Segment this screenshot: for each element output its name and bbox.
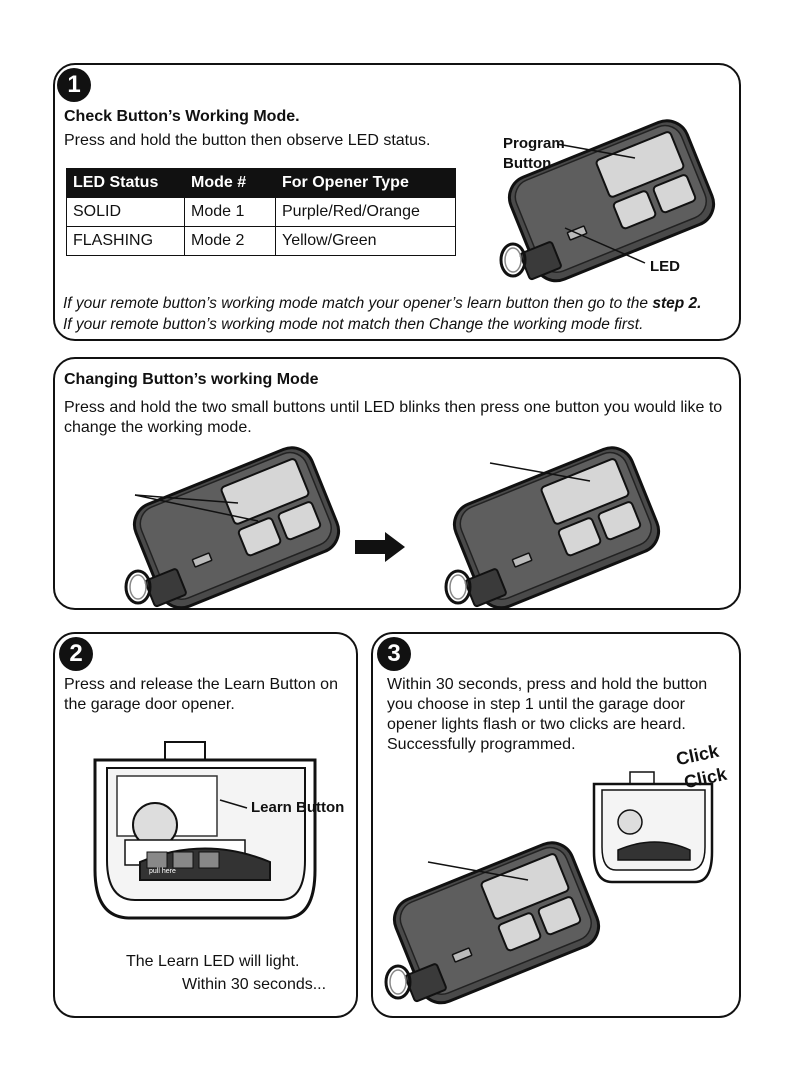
- led-status-table: LED Status Mode # For Opener Type SOLID …: [66, 168, 456, 256]
- learn-button-label: Learn Button: [251, 799, 345, 816]
- step1-note-line2: If your remote button’s working mode not…: [63, 316, 644, 333]
- table-header: For Opener Type: [275, 168, 456, 198]
- remote-illustration-right: [437, 439, 667, 620]
- pull-here-label: pull here: [149, 868, 176, 875]
- step2-number-badge: 2: [59, 637, 93, 671]
- garage-opener-small-illustration: [592, 771, 714, 884]
- step2-footer-line2: Within 30 seconds...: [182, 976, 327, 993]
- table-cell: Yellow/Green: [275, 226, 456, 256]
- remote-illustration-step3: [377, 834, 607, 1015]
- table-cell: Mode 1: [184, 197, 276, 227]
- table-cell: Mode 2: [184, 226, 276, 256]
- led-label: LED: [650, 258, 680, 275]
- table-row: FLASHING Mode 2 Yellow/Green: [66, 226, 456, 256]
- note-step-link: step 2.: [652, 295, 702, 312]
- table-cell: Purple/Red/Orange: [275, 197, 456, 227]
- step2-footer-line1: The Learn LED will light.: [126, 953, 300, 970]
- step3-number-badge: 3: [377, 637, 411, 671]
- change-mode-title: Changing Button’s working Mode: [64, 371, 319, 388]
- garage-opener-illustration: [93, 741, 317, 920]
- step3-instruction: Within 30 seconds, press and hold the bu…: [387, 676, 708, 753]
- remote-illustration-left: [117, 439, 347, 620]
- step1-number-badge: 1: [57, 68, 91, 102]
- table-header-row: LED Status Mode # For Opener Type: [66, 168, 456, 198]
- table-cell: SOLID: [66, 197, 185, 227]
- table-row: SOLID Mode 1 Purple/Red/Orange: [66, 197, 456, 227]
- table-cell: FLASHING: [66, 226, 185, 256]
- step1-instruction: Press and hold the button then observe L…: [64, 132, 431, 149]
- step1-title: Check Button’s Working Mode.: [64, 108, 300, 125]
- step1-note-line1: If your remote button’s working mode mat…: [63, 293, 701, 314]
- note-text: If your remote button’s working mode mat…: [63, 295, 653, 312]
- program-label: Program: [503, 135, 565, 152]
- change-mode-instruction: Press and hold the two small buttons unt…: [64, 399, 723, 436]
- arrow-right-icon: [355, 532, 405, 562]
- step2-instruction: Press and release the Learn Button on th…: [64, 676, 338, 713]
- button-label: Button: [503, 155, 552, 172]
- table-header: LED Status: [66, 168, 185, 198]
- remote-illustration-step1: [492, 112, 722, 293]
- table-header: Mode #: [184, 168, 276, 198]
